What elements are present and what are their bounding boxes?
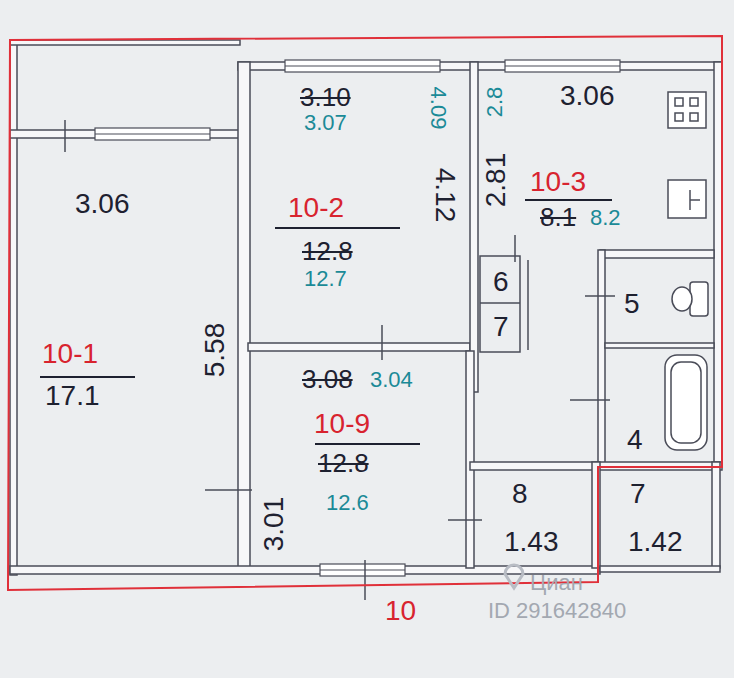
dimension-value: 8: [512, 480, 528, 508]
room-number: 10-2: [288, 194, 344, 222]
old-value: 3.10: [300, 84, 351, 110]
dimension-value: 4: [627, 426, 643, 454]
room: 4: [607, 348, 713, 458]
room: 3.103.07 4.09 10-2 12.8 12.7 4.12: [252, 72, 468, 342]
fraction-lines: [40, 200, 612, 444]
dimension-value: 3.06: [75, 190, 130, 218]
plan-number: 10: [385, 597, 416, 625]
dimension-value: 4.12: [431, 168, 459, 223]
dimension-value: 6: [493, 268, 509, 296]
dimension-value: 7: [630, 480, 646, 508]
corrected-value: 3.04: [370, 369, 413, 391]
old-value: 12.8: [318, 450, 369, 476]
corrected-value: 3.07: [304, 112, 347, 134]
corrected-value: 12.6: [326, 492, 369, 514]
room: 71.42: [602, 472, 712, 564]
dimension-value: 17.1: [45, 382, 100, 410]
windows: [95, 60, 620, 576]
corrected-value: 12.7: [304, 268, 347, 290]
corrected-value: 8.2: [590, 207, 621, 229]
old-value: 12.8: [302, 238, 353, 264]
room: 7: [483, 305, 519, 348]
room: 3.08 3.0410-9 12.8 12.6 3.01: [252, 352, 464, 564]
room-number: 10-9: [314, 410, 370, 438]
dimension-value: 3.01: [260, 497, 288, 552]
corrected-value: 2.8: [484, 87, 506, 118]
dimension-value: 1.42: [628, 528, 683, 556]
dimension-value: 7: [493, 313, 509, 341]
old-value: 8.1: [540, 204, 576, 230]
door-marks: [65, 120, 615, 600]
selection-outline: [8, 36, 722, 590]
room: 81.43: [478, 472, 590, 564]
dimension-value: 2.81: [482, 153, 510, 208]
room: 3.06 10-1 17.1 5.58: [18, 168, 238, 566]
dimension-value: 5.58: [201, 323, 229, 378]
old-value: 3.08: [302, 366, 353, 392]
room: 2.8 3.06 2.81 10-3 8.1 8.2: [482, 72, 714, 246]
room-number: 10-3: [530, 168, 586, 196]
walls: [10, 40, 722, 575]
watermark: ID 291642840: [488, 600, 626, 622]
room: 6: [483, 260, 519, 302]
dimension-value: 3.06: [560, 82, 615, 110]
dimension-value: 1.43: [504, 528, 559, 556]
watermark: Циан: [530, 572, 583, 594]
corrected-value: 4.09: [427, 87, 449, 130]
dimension-value: 5: [624, 290, 640, 318]
room-number: 10-1: [42, 340, 98, 368]
room: 5: [607, 264, 713, 343]
fixtures: [665, 92, 708, 450]
watermark-logo: [505, 565, 523, 588]
